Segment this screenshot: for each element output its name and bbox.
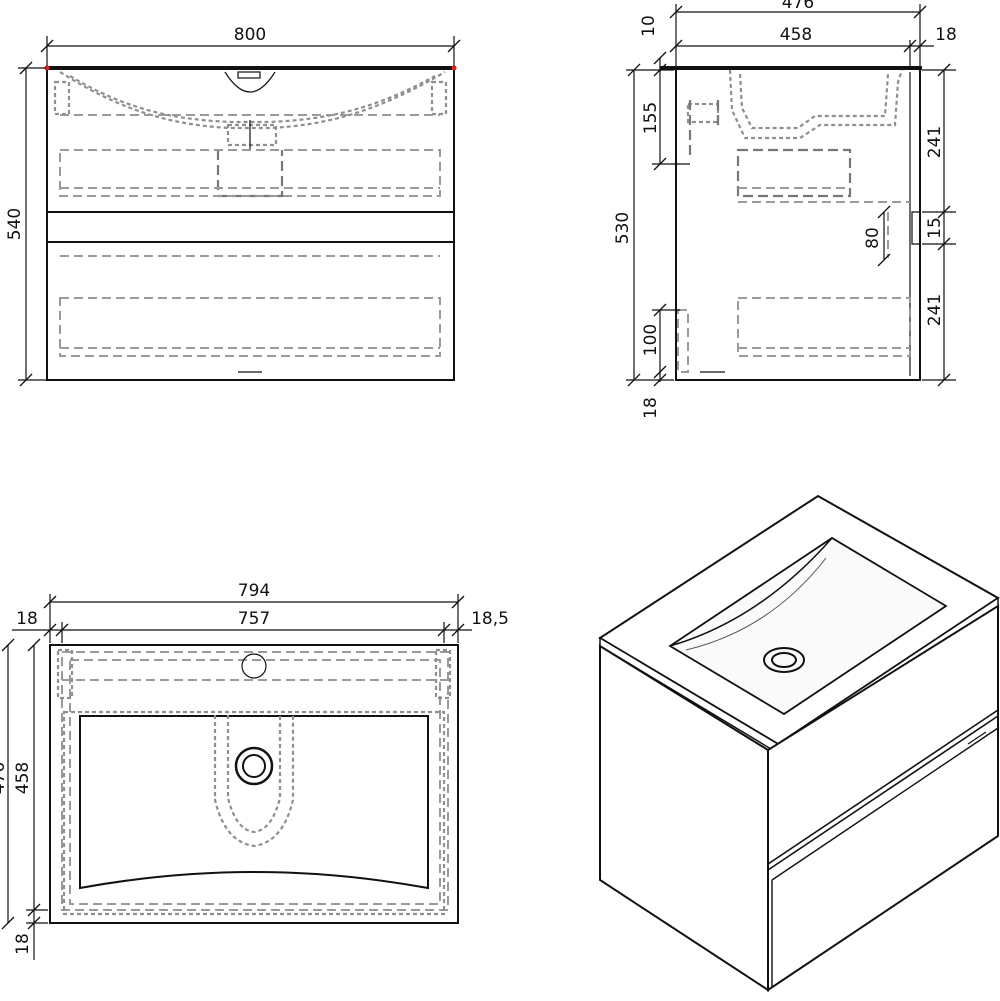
dim-side-80: 80 — [863, 205, 891, 267]
iso-basin-slope-2 — [685, 557, 827, 651]
top-view-siphon — [213, 715, 295, 848]
iso-handle-notch — [967, 723, 987, 745]
front-basin-inner — [69, 75, 436, 124]
top-view-hinge-left — [56, 648, 74, 700]
dim-side-476: 476 — [669, 0, 927, 66]
front-lower-drawer-box — [59, 297, 441, 357]
top-view-hinge-right — [434, 648, 452, 700]
front-siphon — [226, 123, 278, 147]
top-view-faucet-hole — [241, 653, 267, 679]
dim-side-100: 100 — [641, 303, 680, 379]
iso-basin-outer — [668, 536, 948, 716]
iso-drawer-top — [767, 606, 999, 866]
side-basin-profile — [728, 69, 904, 140]
dim-side-155: 155 — [641, 68, 690, 171]
front-top-corner-marker-right — [451, 65, 457, 71]
dim-side-241-top: 241 — [922, 63, 956, 219]
iso-drain-outer — [763, 647, 805, 673]
dim-top-794-label: 794 — [238, 581, 270, 601]
front-hinge-left — [53, 80, 71, 116]
iso-drawer-gap-2 — [771, 727, 999, 881]
dim-top-458: 458 — [13, 638, 48, 917]
dim-side-100-label: 100 — [641, 324, 661, 356]
dim-front-height-label: 540 — [5, 208, 25, 240]
front-hinge-right — [430, 80, 448, 116]
dim-side-15-label: 15 — [925, 217, 945, 239]
dim-front-width-label: 800 — [234, 25, 266, 45]
dim-side-18-bottom: 18 — [641, 372, 667, 419]
dim-side-476-label: 476 — [782, 0, 814, 13]
front-top-corner-marker-left — [44, 65, 50, 71]
side-drawer-gap — [911, 211, 920, 245]
top-view: 794 757 18 18,5 458 — [0, 581, 509, 960]
top-view-cabinet-dashed-2 — [69, 659, 441, 905]
front-view: 800 540 — [5, 25, 461, 387]
side-siphon-rect — [686, 102, 720, 124]
dim-side-18-bottom-label: 18 — [641, 397, 661, 419]
isometric-view — [598, 494, 1000, 992]
dim-side-458-label: 458 — [780, 25, 812, 45]
front-siphon-trap — [216, 150, 284, 198]
dim-side-10-label: 10 — [639, 15, 659, 37]
dim-top-18-left: 18 — [12, 609, 62, 637]
dim-side-15: 15 — [922, 212, 956, 251]
iso-basin-slope — [669, 537, 833, 647]
top-view-drain-outer — [234, 746, 274, 786]
dim-side-18-top: 18 — [910, 25, 957, 53]
dim-side-241-bottom: 241 — [922, 244, 956, 387]
dim-top-757-label: 757 — [238, 609, 270, 629]
dim-top-18-bottom: 18 — [13, 910, 48, 960]
side-view: 476 458 18 10 155 — [613, 0, 957, 419]
dim-front-height: 540 — [5, 61, 46, 387]
top-view-basin — [79, 715, 429, 890]
front-basin-profile — [59, 71, 446, 130]
side-upper-drawer — [736, 148, 852, 198]
front-drawer-gap — [46, 211, 455, 243]
dim-top-458-label: 458 — [13, 762, 33, 794]
side-basin-inner — [738, 73, 890, 130]
top-view-drain-inner — [242, 754, 266, 778]
dim-side-458: 458 — [669, 25, 917, 66]
dim-top-794: 794 — [43, 581, 465, 643]
dim-side-241-top-label: 241 — [925, 126, 945, 158]
top-view-siphon-inner — [226, 715, 282, 834]
top-view-outline — [49, 644, 459, 924]
dim-top-18-5-label: 18,5 — [471, 609, 509, 629]
dim-top-18-bottom-label: 18 — [13, 933, 33, 955]
dim-top-476: 476 — [0, 638, 15, 930]
side-siphon — [688, 100, 720, 160]
dim-side-530-label: 530 — [613, 212, 633, 244]
dim-side-80-label: 80 — [863, 227, 883, 249]
front-overflow — [224, 71, 276, 93]
dim-side-18-top-label: 18 — [935, 25, 957, 45]
dim-top-757: 757 — [55, 609, 451, 643]
side-lower-drawer — [737, 297, 911, 357]
dim-top-18-5-right: 18,5 — [444, 609, 509, 637]
dim-side-241-bottom-label: 241 — [925, 294, 945, 326]
dim-front-width: 800 — [40, 25, 461, 66]
dim-side-155-label: 155 — [641, 102, 661, 134]
front-overflow-slot — [237, 71, 261, 79]
dim-top-18-left-label: 18 — [16, 609, 38, 629]
iso-cabinet-front — [767, 604, 999, 992]
front-upper-drawer-box — [59, 149, 441, 197]
top-view-basin-rim — [62, 710, 446, 916]
side-foot — [677, 309, 689, 373]
iso-drain-inner — [771, 652, 797, 668]
iso-drawer-gap — [767, 715, 999, 871]
dim-top-476-label: 476 — [0, 762, 9, 794]
dim-side-530: 530 — [613, 63, 674, 387]
